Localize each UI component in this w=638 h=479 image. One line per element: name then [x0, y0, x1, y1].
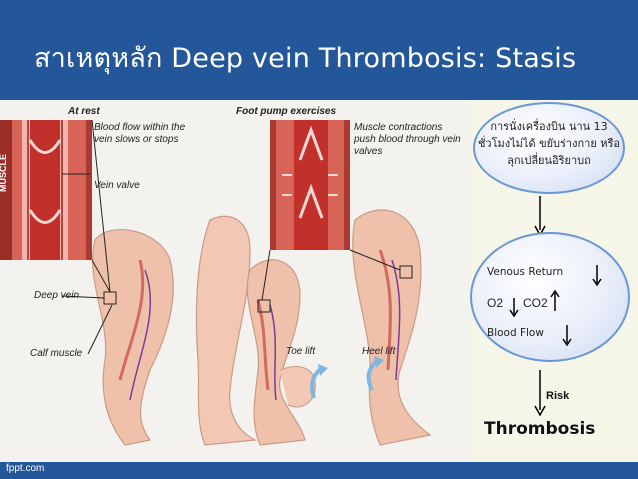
blood-flow-label: Blood Flow	[487, 327, 544, 339]
label-deep-vein: Deep vein	[34, 290, 80, 301]
label-at-rest: At rest	[68, 106, 100, 117]
label-muscle: MUSCLE	[0, 154, 8, 192]
o2-label: O2	[487, 296, 504, 310]
footer-bar: fppt.com	[0, 462, 638, 479]
vein-cross-section-pump	[270, 120, 350, 250]
co2-up-arrow	[550, 290, 560, 311]
label-foot-pump: Foot pump exercises	[236, 106, 337, 117]
co2-label: CO2	[523, 296, 548, 310]
brand-label: fppt.com	[6, 463, 45, 474]
o2-down-arrow	[509, 298, 519, 317]
label-pump-text: Muscle contractions push blood through v…	[354, 122, 461, 157]
motion-arrows	[310, 356, 384, 399]
risk-label: Risk	[546, 390, 570, 402]
effects-bubble	[470, 232, 630, 362]
outcome-thrombosis: Thrombosis	[484, 419, 596, 439]
leg-toe-lift	[246, 259, 316, 446]
label-toe-lift: Toe lift	[286, 346, 316, 357]
leg-at-rest	[92, 215, 258, 446]
dvt-illustration: At rest Foot pump exercises MUSCLE Blood…	[0, 100, 470, 462]
label-calf-muscle: Calf muscle	[30, 348, 83, 359]
callouts	[61, 119, 413, 355]
venous-return-down-arrow	[592, 265, 602, 286]
slide-title: สาเหตุหลัก Deep vein Thrombosis: Stasis	[34, 43, 577, 74]
blood-flow-down-arrow	[562, 325, 572, 346]
leg-heel-lift	[352, 209, 432, 446]
label-rest-flow: Blood flow within the vein slows or stop…	[94, 122, 186, 145]
title-bar: สาเหตุหลัก Deep vein Thrombosis: Stasis	[0, 0, 638, 100]
arrow-cause-to-effects	[534, 196, 546, 236]
vein-cross-section-rest	[0, 120, 92, 260]
arrow-effects-to-outcome	[534, 370, 546, 416]
venous-return-label: Venous Return	[487, 266, 564, 278]
illustration-graphic	[0, 119, 432, 446]
cause-text: การนั่งเครื่องบิน นาน 13 ชั่วโมงไม่ได้ ข…	[477, 120, 621, 167]
label-vein-valve: Vein valve	[94, 180, 140, 191]
label-heel-lift: Heel lift	[362, 346, 396, 357]
cause-bubble: การนั่งเครื่องบิน นาน 13 ชั่วโมงไม่ได้ ข…	[473, 102, 625, 194]
